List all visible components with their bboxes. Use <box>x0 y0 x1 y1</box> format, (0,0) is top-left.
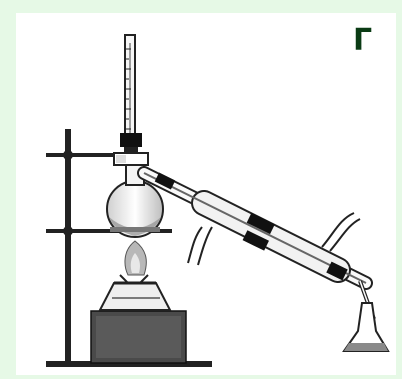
distillation-apparatus <box>16 13 396 375</box>
thermometer <box>114 35 148 165</box>
receiving-flask <box>344 281 388 351</box>
panel-label: Г <box>353 26 372 56</box>
burner <box>100 275 170 310</box>
heater-block <box>91 311 186 363</box>
flame <box>125 241 146 275</box>
liebig-condenser <box>144 173 366 283</box>
